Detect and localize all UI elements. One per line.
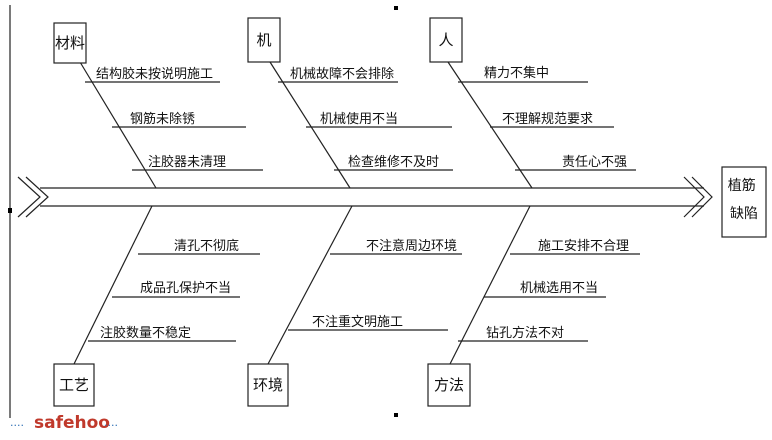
frame-marker-top (394, 6, 398, 10)
cause-label: 不理解规范要求 (502, 112, 593, 127)
watermark-dots-left: .... (10, 416, 24, 429)
category-box-process (53, 363, 95, 407)
category-process: 工艺 清孔不彻底 成品孔保护不当 注胶数量不稳定 (53, 205, 260, 407)
category-environment: 环境 不注意周边环境 不注重文明施工 (247, 205, 462, 407)
cause-label: 机械选用不当 (520, 281, 598, 296)
spine (17, 176, 713, 218)
category-machine: 机 机械故障不会排除 机械使用不当 检查维修不及时 (247, 17, 453, 189)
cause-label: 不注意周边环境 (366, 238, 457, 254)
category-box-machine (247, 17, 281, 63)
watermark-logo: .... safehoo .... (10, 413, 118, 433)
category-label-people: 人 (438, 31, 453, 49)
cause-label: 注胶器未清理 (148, 154, 226, 170)
category-label-machine: 机 (256, 31, 271, 49)
watermark-brand: safehoo (34, 413, 110, 433)
cause-label: 钢筋未除锈 (130, 111, 195, 127)
category-box-environment (247, 363, 289, 407)
cause-label: 钻孔方法不对 (486, 325, 564, 341)
cause-label: 清孔不彻底 (174, 238, 239, 254)
category-label-materials: 材料 (55, 34, 85, 52)
category-label-environment: 环境 (253, 376, 283, 394)
effect-label: 植筋 缺陷 (728, 177, 760, 222)
category-box-people (429, 17, 463, 63)
category-box-materials (53, 22, 87, 64)
category-method: 方法 施工安排不合理 机械选用不当 钻孔方法不对 (427, 205, 640, 407)
frame-marker-bottom (394, 413, 398, 417)
cause-label: 结构胶未按说明施工 (96, 66, 213, 82)
cause-label: 施工安排不合理 (538, 239, 629, 254)
effect-box: 植筋 缺陷 (721, 166, 767, 238)
category-label-process: 工艺 (59, 376, 89, 394)
category-materials: 材料 结构胶未按说明施工 钢筋未除锈 注胶器未清理 (53, 22, 263, 189)
category-people: 人 精力不集中 不理解规范要求 责任心不强 (429, 17, 636, 189)
cause-label: 机械使用不当 (320, 111, 398, 127)
cause-label: 成品孔保护不当 (140, 281, 231, 296)
cause-label: 注胶数量不稳定 (100, 325, 191, 341)
cause-label: 检查维修不及时 (348, 155, 439, 170)
cause-label: 责任心不强 (562, 155, 627, 170)
category-box-method (427, 363, 471, 407)
watermark-dots-right: .... (104, 416, 118, 429)
cause-label: 机械故障不会排除 (290, 67, 394, 82)
cause-label: 不注重文明施工 (312, 314, 403, 330)
cause-label: 精力不集中 (484, 65, 549, 81)
category-label-method: 方法 (434, 376, 464, 394)
frame-marker-left (8, 208, 12, 213)
